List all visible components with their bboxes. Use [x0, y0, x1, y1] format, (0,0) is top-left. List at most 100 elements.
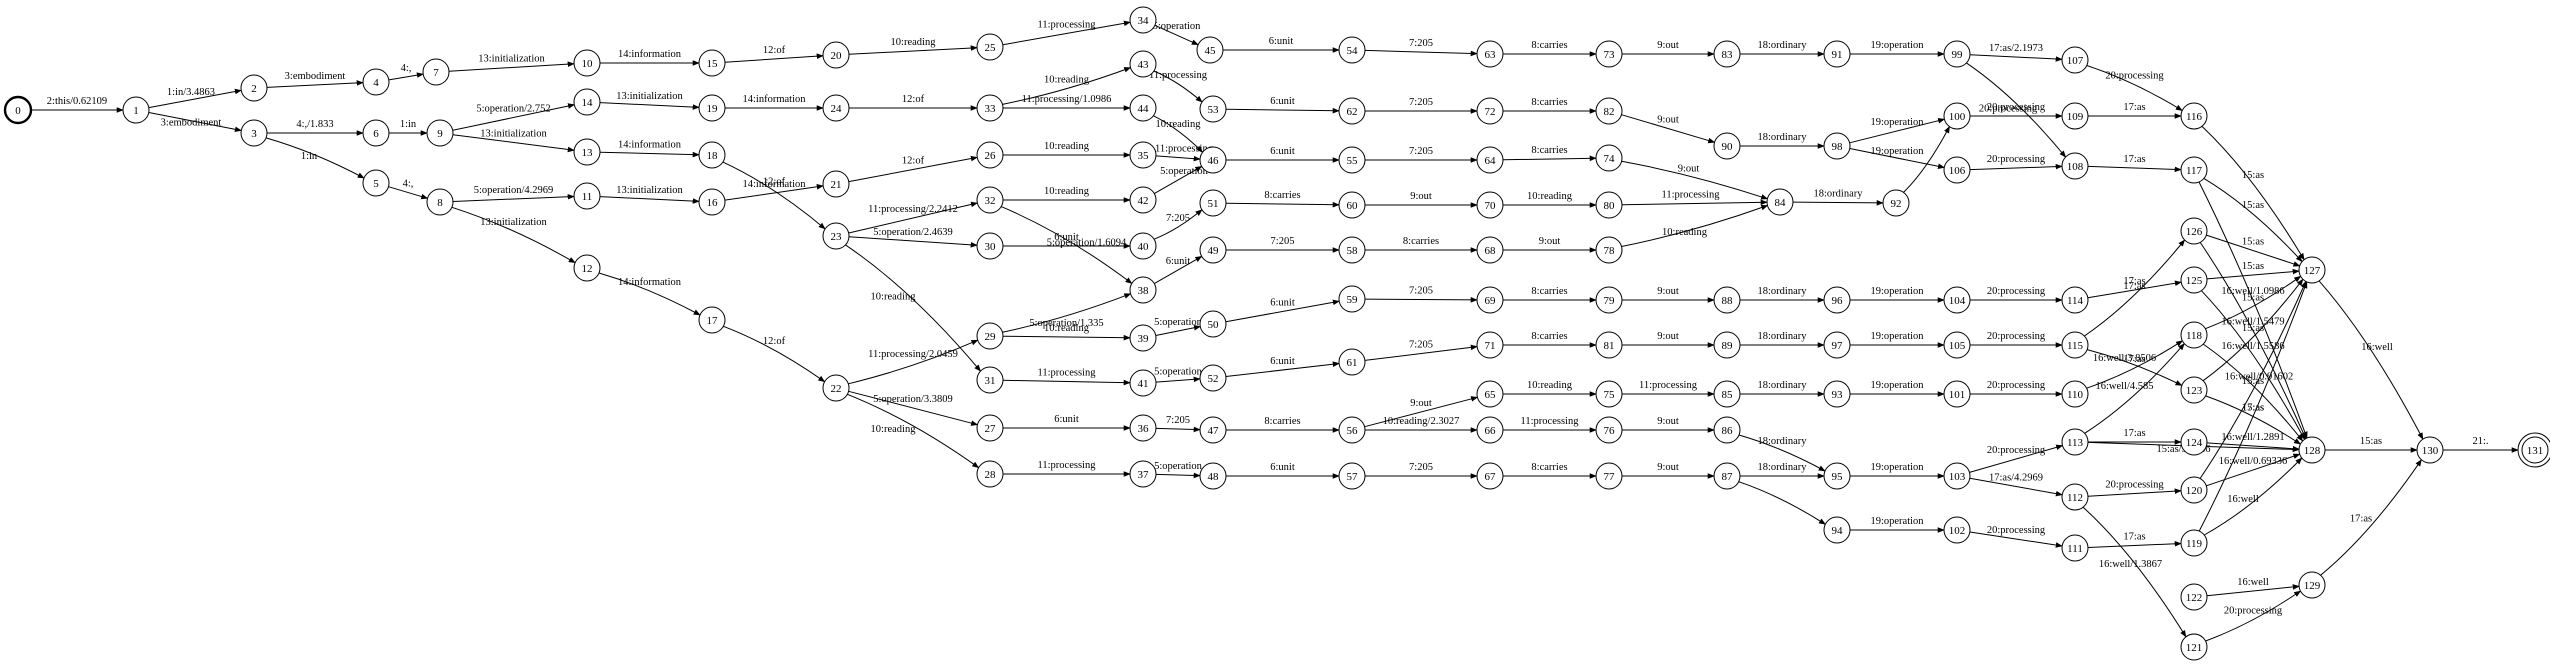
state-label-11: 11 — [582, 191, 593, 203]
state-label-14: 14 — [582, 97, 594, 109]
edge-7-10 — [448, 61, 575, 72]
edge-label-70-80: 10:reading — [1527, 191, 1573, 202]
state-label-126: 126 — [2186, 226, 2203, 238]
state-label-75: 75 — [1604, 389, 1616, 401]
edge-label-29-39: 10:reading — [1044, 323, 1090, 334]
edge-118-128 — [2203, 343, 2304, 442]
state-label-18: 18 — [707, 150, 719, 162]
state-label-87: 87 — [1722, 471, 1734, 483]
edge-label-106-108: 20:processing — [1987, 154, 2046, 165]
state-label-29: 29 — [985, 331, 997, 343]
edge-120-128 — [2206, 453, 2301, 487]
state-label-97: 97 — [1832, 340, 1844, 352]
state-node-30: 30 — [976, 232, 1004, 260]
edge-label-23-31: 10:reading — [871, 291, 917, 302]
edge-label-121-129: 20:processing — [2224, 606, 2283, 617]
edge-114-125 — [2087, 280, 2182, 299]
edge-80-84 — [1621, 199, 1768, 206]
edge-label-113-118: 16:well/4.585 — [2095, 381, 2153, 392]
state-node-125: 125 — [2180, 266, 2208, 294]
edge-label-120-127: 15:as — [2242, 376, 2264, 387]
state-label-46: 46 — [1208, 155, 1220, 167]
state-node-70: 70 — [1476, 191, 1504, 219]
edge-115-126 — [2084, 239, 2186, 337]
edge-label-114-125: 17:as — [2123, 276, 2145, 287]
state-node-12: 12 — [573, 254, 601, 282]
state-node-7: 7 — [422, 58, 450, 86]
edge-35-46 — [1155, 155, 1201, 162]
state-label-100: 100 — [1949, 111, 1966, 123]
edge-label-97-105: 19:operation — [1870, 331, 1924, 342]
state-node-42: 42 — [1129, 186, 1157, 214]
state-node-29: 29 — [976, 322, 1004, 350]
edge-label-25-34: 11:processing — [1038, 20, 1097, 31]
state-label-31: 31 — [985, 375, 996, 387]
state-label-44: 44 — [1138, 103, 1150, 115]
edge-label-124-128: 16:well/1.2891 — [2221, 432, 2284, 443]
state-label-117: 117 — [2186, 165, 2203, 177]
edge-33-43 — [1002, 67, 1132, 105]
edge-74-84 — [1621, 160, 1769, 200]
edge-label-52-61: 6:unit — [1270, 356, 1295, 367]
edge-56-65 — [1364, 396, 1479, 428]
state-label-94: 94 — [1832, 525, 1844, 537]
edge-label-115-126: 17:as — [2123, 281, 2145, 292]
edge-34-45 — [1154, 24, 1199, 46]
state-label-43: 43 — [1138, 59, 1150, 71]
state-label-90: 90 — [1722, 141, 1734, 153]
state-node-86: 86 — [1713, 416, 1741, 444]
edge-116-127 — [2201, 125, 2305, 261]
state-label-65: 65 — [1485, 389, 1497, 401]
state-node-117: 117 — [2180, 156, 2208, 184]
state-label-122: 122 — [2186, 592, 2203, 604]
edge-82-90 — [1621, 114, 1716, 144]
state-node-123: 123 — [2180, 376, 2208, 404]
edge-51-60 — [1225, 201, 1340, 208]
state-label-19: 19 — [707, 103, 719, 115]
edge-label-3-5: 1:in — [301, 151, 318, 162]
state-label-109: 109 — [2067, 111, 2084, 123]
edge-44-46 — [1153, 115, 1204, 153]
edge-label-109-116: 17:as — [2123, 102, 2145, 113]
state-node-114: 114 — [2061, 286, 2089, 314]
state-node-51: 51 — [1199, 189, 1227, 217]
state-node-57: 57 — [1338, 462, 1366, 490]
edge-22-27 — [848, 390, 979, 426]
state-node-67: 67 — [1476, 462, 1504, 490]
state-label-101: 101 — [1949, 389, 1966, 401]
edge-42-46 — [1154, 165, 1203, 195]
edge-label-107-116: 20:processing — [2105, 71, 2164, 82]
edge-39-50 — [1155, 325, 1201, 336]
edge-54-63 — [1364, 49, 1478, 57]
edge-12-17 — [598, 272, 701, 316]
edge-label-77-87: 9:out — [1657, 462, 1679, 473]
state-label-108: 108 — [2067, 161, 2084, 173]
state-label-0: 0 — [15, 105, 21, 117]
edge-8-11 — [452, 193, 575, 202]
edge-125-128 — [2201, 290, 2306, 440]
state-label-6: 6 — [373, 128, 379, 140]
state-node-34: 34 — [1129, 6, 1157, 34]
state-label-119: 119 — [2186, 538, 2203, 550]
state-node-109: 109 — [2061, 102, 2089, 130]
edge-label-85-93: 18:ordinary — [1758, 380, 1808, 391]
edge-53-62 — [1225, 107, 1340, 114]
edge-label-10-15: 14:information — [618, 49, 682, 60]
state-label-34: 34 — [1138, 15, 1150, 27]
final-state-node-131: 131 — [2517, 432, 2550, 468]
edge-23-30 — [848, 236, 978, 248]
edge-label-63-73: 8:carries — [1531, 40, 1567, 51]
state-node-6: 6 — [362, 119, 390, 147]
edge-108-117 — [2087, 165, 2182, 173]
edge-label-12-17: 14:information — [618, 277, 682, 288]
state-node-100: 100 — [1943, 102, 1971, 130]
edge-label-23-30: 5:operation/2.4639 — [873, 227, 953, 238]
edge-111-119 — [2087, 540, 2182, 548]
edge-61-71 — [1364, 344, 1478, 361]
edge-label-47-56: 8:carries — [1264, 416, 1300, 427]
edge-label-49-58: 7:205 — [1271, 236, 1295, 247]
edge-label-33-43: 10:reading — [1044, 75, 1090, 86]
state-node-121: 121 — [2180, 633, 2208, 661]
edge-label-31-41: 11:processing — [1038, 368, 1097, 379]
